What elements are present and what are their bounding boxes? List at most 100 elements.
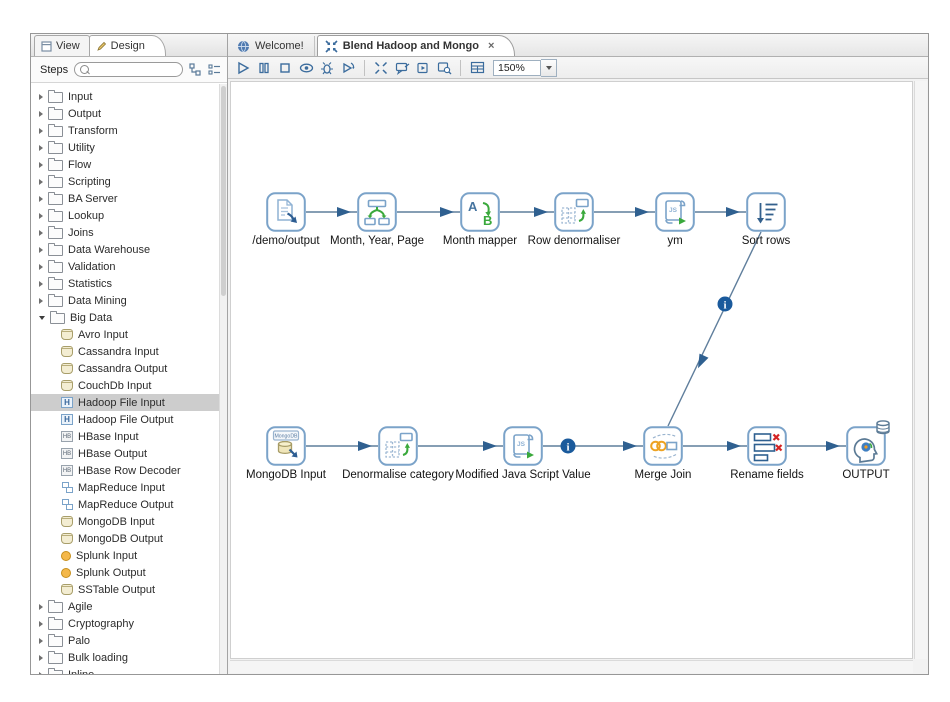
sidebar-category-row[interactable]: Utility [31,139,220,156]
step-mongodb-input[interactable]: MongoDB MongoDB Input [246,426,326,481]
step-output[interactable]: OUTPUT [842,420,890,481]
expand-arrow-icon[interactable] [39,212,43,219]
tree-view-icon[interactable] [189,63,202,76]
sidebar-category-row[interactable]: Agile [31,598,220,615]
step-demo-output[interactable]: /demo/output [252,192,320,247]
sidebar-category-row[interactable]: Lookup [31,207,220,224]
step-ym[interactable]: JS ym [655,192,695,247]
sidebar-category-row[interactable]: Scripting [31,173,220,190]
expand-arrow-icon[interactable] [39,178,43,185]
sidebar-category-row[interactable]: BA Server [31,190,220,207]
zoom-value[interactable]: 150% [493,59,541,76]
sidebar-step-row[interactable]: Hadoop File Input [31,394,220,411]
expand-arrow-icon[interactable] [39,297,43,304]
new-window-button[interactable] [414,59,432,77]
steps-search-input[interactable] [74,62,183,77]
sidebar-scrollbar[interactable] [219,84,227,674]
sidebar-step-row[interactable]: CouchDb Input [31,377,220,394]
sidebar-step-row[interactable]: Cassandra Input [31,343,220,360]
tab-welcome[interactable]: Welcome! [230,36,315,56]
sidebar-category-row[interactable]: Joins [31,224,220,241]
sidebar-category-row[interactable]: Output [31,105,220,122]
sidebar-step-row[interactable]: Cassandra Output [31,360,220,377]
preview-button[interactable] [297,59,315,77]
replay-button[interactable] [339,59,357,77]
collapse-arrow-icon[interactable] [39,315,45,320]
flat-list-icon[interactable] [208,63,221,76]
step-label: /demo/output [252,235,320,247]
run-button[interactable] [234,59,252,77]
main-area: Welcome! Blend Hadoop and Mongo × 150 [228,34,928,674]
sidebar-step-row[interactable]: Splunk Output [31,564,220,581]
stop-button[interactable] [276,59,294,77]
sidebar-step-row[interactable]: MapReduce Input [31,479,220,496]
sidebar-category-row[interactable]: Cryptography [31,615,220,632]
sidebar-step-row[interactable]: MongoDB Input [31,513,220,530]
expand-arrow-icon[interactable] [39,603,43,610]
sidebar-category-row[interactable]: Palo [31,632,220,649]
expand-arrow-icon[interactable] [39,144,43,151]
expand-arrow-icon[interactable] [39,263,43,270]
sidebar-step-row[interactable]: HBase Input [31,428,220,445]
expand-arrow-icon[interactable] [39,280,43,287]
step-month-mapper[interactable]: A B Month mapper [443,192,517,247]
folder-icon [48,124,63,137]
sidebar-step-row[interactable]: HBase Row Decoder [31,462,220,479]
step-row-denormaliser[interactable]: Row denormaliser [528,192,620,247]
step-type-icon [61,397,73,408]
sidebar-step-row[interactable]: Splunk Input [31,547,220,564]
step-rename-fields[interactable]: Rename fields [730,426,804,481]
sidebar-step-row[interactable]: MapReduce Output [31,496,220,513]
annotation-button[interactable] [393,59,411,77]
search-window-button[interactable] [435,59,453,77]
expand-arrow-icon[interactable] [39,620,43,627]
expand-arrow-icon[interactable] [39,229,43,236]
expand-arrow-icon[interactable] [39,246,43,253]
sidebar-category-row[interactable]: Data Mining [31,292,220,309]
sidebar-category-row[interactable]: Statistics [31,275,220,292]
expand-arrow-icon[interactable] [39,127,43,134]
zoom-select[interactable]: 150% [493,58,557,77]
sidebar-category-row[interactable]: Transform [31,122,220,139]
tab-design[interactable]: Design [88,35,166,56]
execution-results-button[interactable] [468,59,486,77]
step-sort-rows[interactable]: Sort rows [742,192,790,247]
debug-button[interactable] [318,59,336,77]
sidebar-category-big-data[interactable]: Big Data [31,309,220,326]
step-month-year-page[interactable]: Month, Year, Page [330,192,424,247]
step-modified-java-script-value[interactable]: JS Modified Java Script Value [455,426,591,481]
scrollbar-thumb[interactable] [221,86,226,296]
sidebar-step-row[interactable]: Avro Input [31,326,220,343]
expand-arrow-icon[interactable] [39,195,43,202]
expand-arrow-icon[interactable] [39,654,43,661]
sidebar-step-row[interactable]: SSTable Output [31,581,220,598]
sidebar-category-row[interactable]: Flow [31,156,220,173]
canvas-vertical-scrollbar[interactable] [914,81,927,659]
sidebar-step-row[interactable]: MongoDB Output [31,530,220,547]
sidebar-step-row[interactable]: HBase Output [31,445,220,462]
transformation-canvas[interactable]: i i [230,81,913,659]
sidebar-category-row[interactable]: Data Warehouse [31,241,220,258]
step-type-icon [61,567,71,578]
sidebar-category-row[interactable]: Bulk loading [31,649,220,666]
expand-arrow-icon[interactable] [39,671,43,674]
expand-arrow-icon[interactable] [39,161,43,168]
expand-arrow-icon[interactable] [39,93,43,100]
tab-blend-hadoop-mongo[interactable]: Blend Hadoop and Mongo × [316,35,516,56]
sidebar-category-row[interactable]: Inline [31,666,220,674]
pause-button[interactable] [255,59,273,77]
close-tab-icon[interactable]: × [487,40,495,52]
sidebar-category-row[interactable]: Input [31,88,220,105]
zoom-dropdown-button[interactable] [541,58,557,77]
step-denormalise-category[interactable]: Denormalise category [342,426,454,481]
step-merge-join[interactable]: Merge Join [635,426,691,481]
expand-arrow-icon[interactable] [39,637,43,644]
tab-view[interactable]: View [34,35,90,56]
denormaliser-step-icon [378,426,418,466]
canvas-horizontal-scrollbar[interactable] [230,660,913,673]
sidebar-step-row[interactable]: Hadoop File Output [31,411,220,428]
expand-arrow-icon[interactable] [39,110,43,117]
sidebar-category-row[interactable]: Validation [31,258,220,275]
fit-screen-button[interactable] [372,59,390,77]
